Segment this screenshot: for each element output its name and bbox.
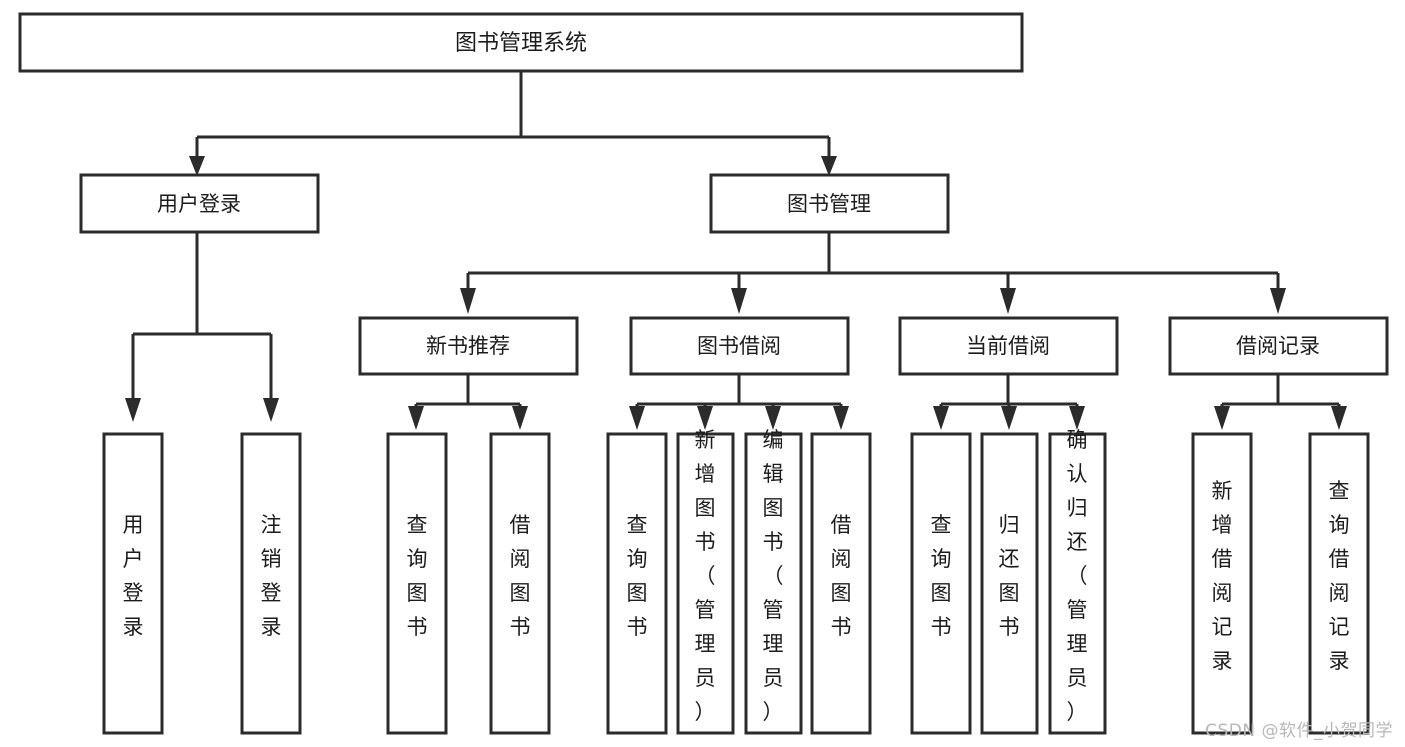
arrow-head-borrow-record bbox=[1270, 288, 1286, 314]
node-book-manage-label: 图书管理 bbox=[787, 192, 871, 216]
arrow-head-leaf-query-book-2 bbox=[629, 406, 645, 430]
node-borrow-record-box[interactable] bbox=[1168, 316, 1389, 376]
node-borrow-record[interactable]: 借阅记录 bbox=[1168, 316, 1389, 376]
arrow-head-leaf-query-borrow-record bbox=[1331, 406, 1347, 430]
node-leaf-query-borrow-record[interactable]: 查询借阅记录 bbox=[1308, 432, 1370, 735]
node-leaf-logout-box[interactable] bbox=[240, 432, 302, 735]
node-leaf-borrow-book-1-label: 借阅图书 bbox=[510, 513, 531, 639]
arrow-head-book-manage bbox=[821, 156, 837, 176]
node-leaf-add-book-admin-box[interactable] bbox=[676, 432, 735, 735]
node-root[interactable]: 图书管理系统 bbox=[18, 12, 1024, 73]
node-leaf-query-book-1-label: 查询图书 bbox=[407, 513, 428, 639]
node-leaf-user-login-label: 用户登录 bbox=[123, 513, 144, 639]
node-leaf-add-book-admin[interactable]: 新增图书（管理员） bbox=[676, 428, 735, 735]
node-current-borrow-box[interactable] bbox=[898, 316, 1119, 376]
node-book-borrow-box[interactable] bbox=[629, 316, 850, 376]
arrow-head-leaf-borrow-book-2 bbox=[833, 406, 849, 430]
arrow-head-leaf-edit-book-admin bbox=[765, 406, 781, 430]
arrow-head-leaf-add-book-admin bbox=[697, 406, 713, 430]
arrow-head-current-borrow bbox=[1000, 288, 1016, 314]
csdn-watermark: CSDN @软件_小贺同学 bbox=[1205, 721, 1393, 741]
node-leaf-borrow-book-2-label: 借阅图书 bbox=[831, 513, 852, 639]
node-leaf-confirm-return-admin[interactable]: 确认归还（管理员） bbox=[1048, 428, 1107, 735]
node-leaf-query-book-3[interactable]: 查询图书 bbox=[910, 432, 972, 735]
arrow-head-leaf-add-borrow-record bbox=[1214, 406, 1230, 430]
node-new-book-rec-label: 新书推荐 bbox=[426, 334, 510, 358]
node-user-login-box[interactable] bbox=[79, 173, 320, 234]
node-leaf-add-borrow-record-label: 新增借阅记录 bbox=[1212, 479, 1233, 673]
node-new-book-rec-box[interactable] bbox=[358, 316, 579, 376]
node-current-borrow[interactable]: 当前借阅 bbox=[898, 316, 1119, 376]
arrow-head-leaf-confirm-return-admin bbox=[1069, 406, 1085, 430]
node-leaf-borrow-book-2-box[interactable] bbox=[810, 432, 872, 735]
node-leaf-user-login-box[interactable] bbox=[102, 432, 164, 735]
node-leaf-user-login[interactable]: 用户登录 bbox=[102, 432, 164, 735]
node-leaf-query-book-1[interactable]: 查询图书 bbox=[386, 432, 448, 735]
node-leaf-query-book-2-box[interactable] bbox=[606, 432, 668, 735]
node-leaf-query-book-1-box[interactable] bbox=[386, 432, 448, 735]
arrow-head-book-borrow bbox=[731, 288, 747, 314]
node-leaf-return-book[interactable]: 归还图书 bbox=[980, 432, 1039, 735]
node-leaf-borrow-book-1-box[interactable] bbox=[489, 432, 551, 735]
node-leaf-logout-label: 注销登录 bbox=[261, 513, 282, 639]
node-leaf-edit-book-admin-label: 编辑图书（管理员） bbox=[763, 428, 784, 724]
node-leaf-query-borrow-record-box[interactable] bbox=[1308, 432, 1370, 735]
node-user-login-label: 用户登录 bbox=[157, 192, 241, 216]
node-leaf-add-borrow-record-box[interactable] bbox=[1191, 432, 1253, 735]
node-borrow-record-label: 借阅记录 bbox=[1236, 334, 1320, 358]
node-root-box[interactable] bbox=[18, 12, 1024, 73]
node-leaf-logout[interactable]: 注销登录 bbox=[240, 432, 302, 735]
node-new-book-rec[interactable]: 新书推荐 bbox=[358, 316, 579, 376]
node-leaf-query-book-3-label: 查询图书 bbox=[931, 513, 952, 639]
node-book-manage[interactable]: 图书管理 bbox=[709, 173, 950, 234]
node-leaf-edit-book-admin-box[interactable] bbox=[744, 432, 803, 735]
node-book-manage-box[interactable] bbox=[709, 173, 950, 234]
node-current-borrow-label: 当前借阅 bbox=[966, 334, 1050, 358]
node-leaf-add-borrow-record[interactable]: 新增借阅记录 bbox=[1191, 432, 1253, 735]
node-leaf-query-borrow-record-label: 查询借阅记录 bbox=[1329, 479, 1350, 673]
arrow-head-new-book-rec bbox=[460, 288, 476, 314]
node-leaf-borrow-book-1[interactable]: 借阅图书 bbox=[489, 432, 551, 735]
arrow-head-leaf-user-login bbox=[125, 398, 141, 422]
arrow-head-user-login bbox=[189, 156, 205, 176]
node-leaf-confirm-return-admin-box[interactable] bbox=[1048, 432, 1107, 735]
arrow-head-leaf-return-book bbox=[1001, 406, 1017, 430]
node-leaf-borrow-book-2[interactable]: 借阅图书 bbox=[810, 432, 872, 735]
node-book-borrow[interactable]: 图书借阅 bbox=[629, 316, 850, 376]
node-leaf-confirm-return-admin-label: 确认归还（管理员） bbox=[1067, 428, 1088, 724]
node-book-borrow-label: 图书借阅 bbox=[697, 334, 781, 358]
node-leaf-query-book-2-label: 查询图书 bbox=[627, 513, 648, 639]
arrow-head-leaf-query-book-3 bbox=[933, 406, 949, 430]
node-user-login[interactable]: 用户登录 bbox=[79, 173, 320, 234]
node-leaf-edit-book-admin[interactable]: 编辑图书（管理员） bbox=[744, 428, 803, 735]
node-leaf-query-book-3-box[interactable] bbox=[910, 432, 972, 735]
arrow-head-leaf-logout bbox=[263, 398, 279, 422]
node-leaf-add-book-admin-label: 新增图书（管理员） bbox=[695, 428, 716, 724]
arrow-head-leaf-query-book-1 bbox=[408, 406, 424, 430]
node-leaf-return-book-label: 归还图书 bbox=[999, 513, 1020, 639]
arrow-head-leaf-borrow-book-1 bbox=[512, 406, 528, 430]
node-leaf-query-book-2[interactable]: 查询图书 bbox=[606, 432, 668, 735]
edge-layer bbox=[125, 71, 1347, 430]
node-root-label: 图书管理系统 bbox=[455, 31, 587, 56]
node-leaf-return-book-box[interactable] bbox=[980, 432, 1039, 735]
